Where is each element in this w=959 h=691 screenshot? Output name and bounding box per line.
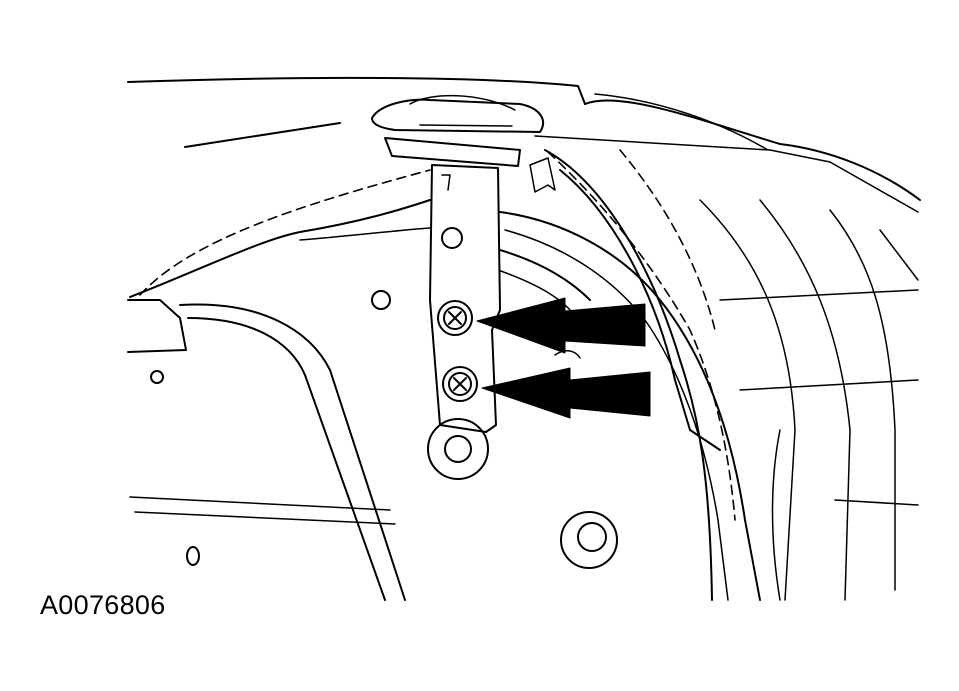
lower-left-hole — [186, 546, 200, 566]
bolt-lower — [442, 366, 478, 402]
deck-lid-outline — [127, 76, 921, 213]
quarter-panel-lines — [544, 149, 919, 601]
floor-grommet — [560, 511, 618, 569]
arrow-lower — [481, 367, 651, 419]
hinge-strap — [371, 94, 556, 433]
small-panel-hole — [150, 370, 164, 384]
lower-hinge-hole — [444, 435, 472, 463]
hinge-holes — [150, 227, 618, 569]
trunk-opening — [127, 199, 761, 601]
lower-hinge-boss — [427, 418, 489, 480]
bolt-upper — [437, 300, 473, 336]
figure-reference-code: A0076806 — [40, 590, 166, 620]
floor-grommet-hole — [577, 522, 607, 552]
weatherstrip-dashes — [139, 149, 736, 521]
panel-hole — [371, 290, 391, 310]
upper-hole — [441, 227, 463, 249]
arrow-upper — [476, 297, 646, 354]
